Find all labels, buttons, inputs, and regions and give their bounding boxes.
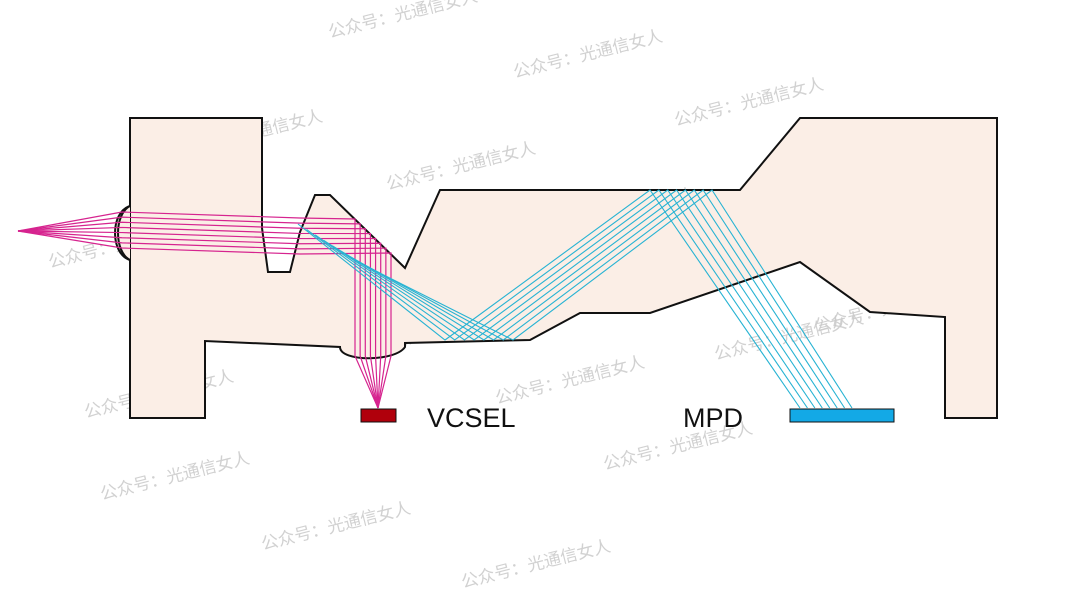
tx-ray bbox=[17, 226, 379, 409]
mpd-ray bbox=[331, 189, 831, 409]
tx-ray bbox=[17, 230, 379, 409]
watermark-text: 公众号：光通信女人 bbox=[384, 138, 537, 194]
mpd-ray bbox=[349, 189, 846, 409]
tx-ray bbox=[17, 230, 387, 409]
watermark-text: 公众号：光通信女人 bbox=[511, 26, 664, 82]
watermark-text: 公众号：光通信女人 bbox=[98, 448, 251, 504]
mpd-ray bbox=[323, 189, 823, 409]
mpd-ray bbox=[340, 189, 838, 409]
tx-ray bbox=[17, 211, 379, 409]
left-optical-block bbox=[129, 117, 998, 419]
tx-ray bbox=[17, 221, 379, 409]
watermark-text: 公众号：光通信女人 bbox=[459, 536, 612, 592]
watermark-text: 公众号：光通信女人 bbox=[326, 0, 479, 43]
watermark-text: 公众号：光通信女人 bbox=[493, 352, 646, 408]
tx-ray bbox=[17, 230, 382, 409]
mpd-chip bbox=[789, 408, 895, 423]
mpd-ray bbox=[297, 189, 801, 409]
vcsel-label: VCSEL bbox=[427, 403, 516, 433]
watermark-text: 公众号：光通信女人 bbox=[259, 498, 412, 554]
monitor-ray-bundle bbox=[297, 189, 853, 409]
mpd-ray bbox=[306, 189, 808, 409]
transmit-ray-bundle bbox=[17, 211, 392, 409]
tx-ray bbox=[17, 216, 379, 409]
mpd-label: MPD bbox=[683, 403, 743, 433]
mpd-ray bbox=[314, 189, 816, 409]
mpd-ray bbox=[357, 189, 853, 409]
vcsel-chip bbox=[360, 408, 397, 423]
